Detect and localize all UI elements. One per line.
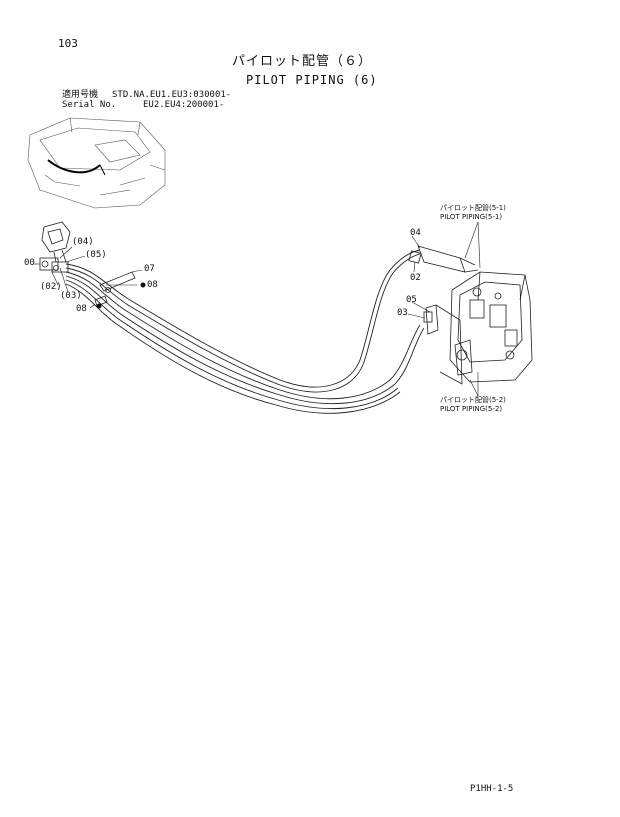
part-label-05-paren: (05) xyxy=(85,250,107,260)
part-label-08-right: 08 xyxy=(147,280,158,290)
serial-range-1: STD.NA.EU1.EU3:030001- xyxy=(112,90,232,100)
reference-5-2-jp: パイロット配管(5-2) xyxy=(440,396,506,404)
serial-range-2: EU2.EU4:200001- xyxy=(143,100,225,110)
part-label-02: 02 xyxy=(410,273,421,283)
part-label-02-paren: (02) xyxy=(40,282,62,292)
pilot-hoses xyxy=(65,249,425,414)
fitting-lower xyxy=(423,304,463,385)
part-label-03-paren: (03) xyxy=(60,291,82,301)
part-label-05: 05 xyxy=(406,295,417,305)
part-label-00: 00 xyxy=(24,258,35,268)
control-valve xyxy=(449,271,533,383)
reference-5-1-jp: パイロット配管(5-1) xyxy=(440,204,506,212)
fitting-upper xyxy=(408,245,479,273)
part-label-04: 04 xyxy=(410,228,421,238)
part-label-03: 03 xyxy=(397,308,408,318)
drawing-code: P1HH-1-5 xyxy=(470,784,514,794)
page-number: 103 xyxy=(58,37,78,50)
reference-5-2-en: PILOT PIPING(5-2) xyxy=(440,405,503,413)
overview-hose-highlight xyxy=(47,159,101,174)
part-label-08-left: 08 xyxy=(76,304,87,314)
part-label-07: 07 xyxy=(144,264,155,274)
part-label-04-paren: (04) xyxy=(72,237,94,247)
page-title-en: PILOT PIPING (6) xyxy=(246,73,378,87)
reference-5-1-en: PILOT PIPING(5-1) xyxy=(440,213,503,221)
applicability-label-jp: 適用号機 xyxy=(62,90,99,100)
machine-overview-sketch xyxy=(27,117,166,209)
pilot-valve-assembly xyxy=(39,221,71,273)
leader-lines xyxy=(33,221,481,397)
hose-clamp xyxy=(94,271,136,307)
page-title-jp: パイロット配管（６） xyxy=(232,54,373,69)
serial-label: Serial No. xyxy=(62,100,117,110)
